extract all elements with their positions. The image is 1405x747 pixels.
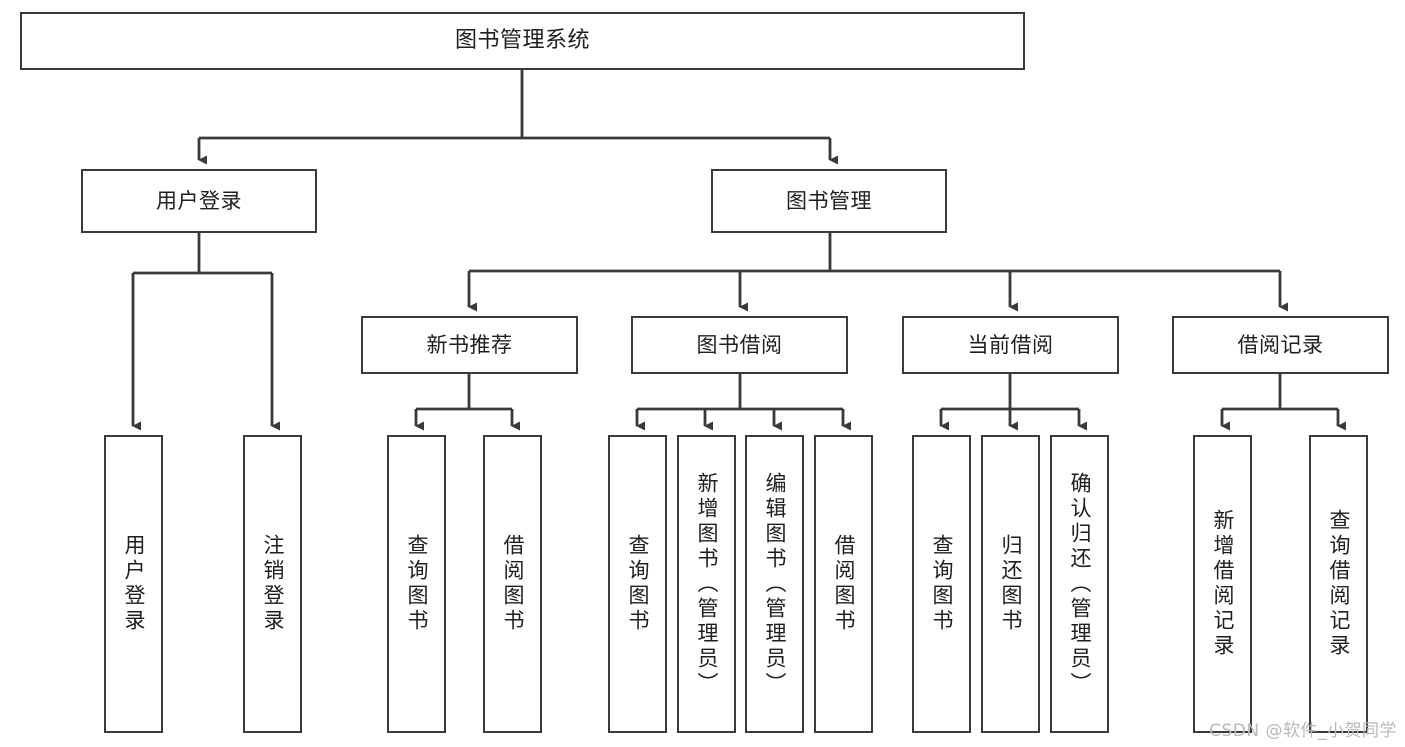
node-leaf-confirm-return-label: 确认归还（管理员） (1068, 471, 1092, 697)
node-user-login[interactable]: 用户登录 (81, 169, 317, 233)
node-leaf-query-book-3[interactable]: 查询图书 (912, 435, 971, 733)
watermark: CSDN @软件_小贺同学 (1209, 721, 1397, 741)
node-leaf-borrow-book-2-label: 借阅图书 (832, 534, 856, 634)
node-leaf-confirm-return[interactable]: 确认归还（管理员） (1050, 435, 1109, 733)
node-leaf-query-book-3-label: 查询图书 (930, 534, 954, 634)
node-leaf-query-book-1-label: 查询图书 (405, 534, 429, 634)
node-leaf-borrow-book-1-label: 借阅图书 (501, 534, 525, 634)
node-leaf-add-record[interactable]: 新增借阅记录 (1193, 435, 1252, 733)
node-leaf-return-book[interactable]: 归还图书 (981, 435, 1040, 733)
node-leaf-query-record-label: 查询借阅记录 (1327, 509, 1351, 659)
node-leaf-query-book-2-label: 查询图书 (626, 534, 650, 634)
node-leaf-add-record-label: 新增借阅记录 (1211, 509, 1235, 659)
node-leaf-edit-book-label: 编辑图书（管理员） (763, 471, 787, 697)
node-user-login-label: 用户登录 (156, 188, 242, 213)
node-leaf-user-logout[interactable]: 注销登录 (243, 435, 302, 733)
node-leaf-add-book-label: 新增图书（管理员） (695, 471, 719, 697)
node-book-borrow-label: 图书借阅 (696, 332, 783, 357)
node-book-borrow[interactable]: 图书借阅 (631, 316, 848, 374)
node-leaf-return-book-label: 归还图书 (999, 534, 1023, 634)
node-leaf-user-login[interactable]: 用户登录 (104, 435, 163, 733)
node-new-book-recommend-label: 新书推荐 (426, 332, 513, 357)
node-leaf-user-logout-label: 注销登录 (261, 534, 285, 634)
node-current-borrow[interactable]: 当前借阅 (902, 316, 1119, 374)
node-leaf-query-book-1[interactable]: 查询图书 (387, 435, 446, 733)
node-leaf-edit-book[interactable]: 编辑图书（管理员） (745, 435, 804, 733)
node-leaf-user-login-label: 用户登录 (122, 534, 146, 634)
node-borrow-record[interactable]: 借阅记录 (1172, 316, 1389, 374)
node-leaf-query-record[interactable]: 查询借阅记录 (1309, 435, 1368, 733)
node-leaf-query-book-2[interactable]: 查询图书 (608, 435, 667, 733)
node-current-borrow-label: 当前借阅 (967, 332, 1054, 357)
node-leaf-add-book[interactable]: 新增图书（管理员） (677, 435, 736, 733)
node-book-manage[interactable]: 图书管理 (711, 169, 947, 233)
node-leaf-borrow-book-1[interactable]: 借阅图书 (483, 435, 542, 733)
node-root-label: 图书管理系统 (454, 28, 590, 54)
node-borrow-record-label: 借阅记录 (1237, 332, 1324, 357)
node-new-book-recommend[interactable]: 新书推荐 (361, 316, 578, 374)
node-leaf-borrow-book-2[interactable]: 借阅图书 (814, 435, 873, 733)
node-book-manage-label: 图书管理 (786, 188, 872, 213)
node-root[interactable]: 图书管理系统 (20, 12, 1025, 70)
